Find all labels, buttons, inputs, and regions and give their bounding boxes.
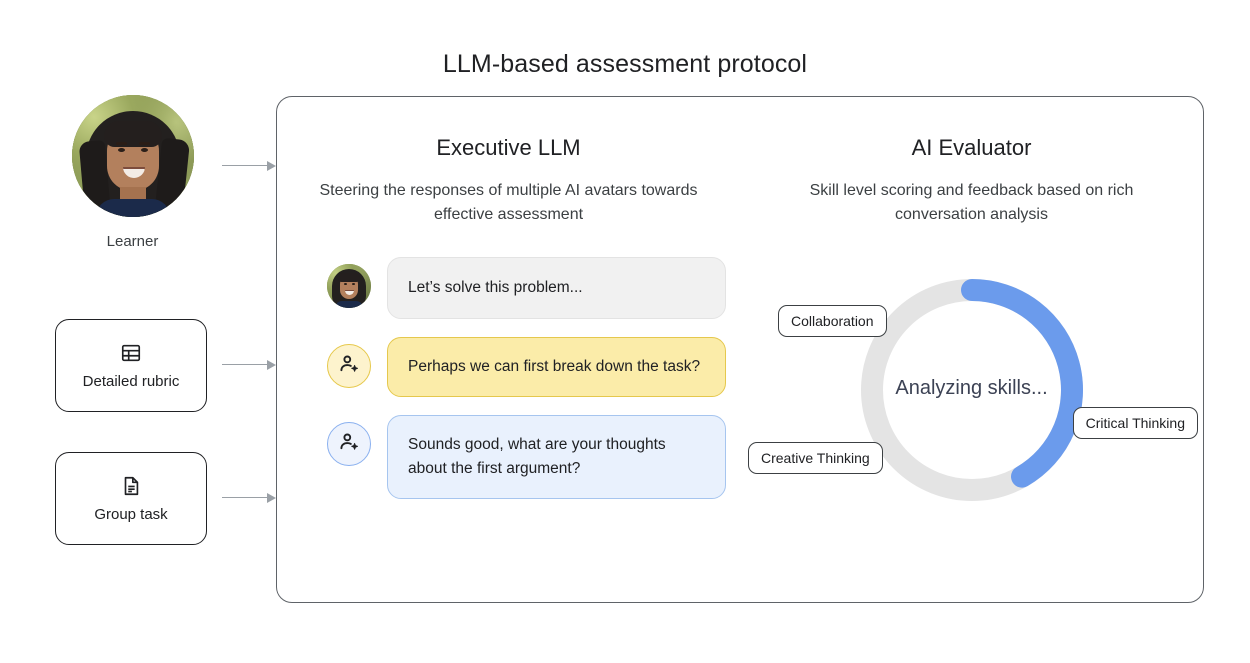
chat-thread: Let’s solve this problem... Perhaps we c… xyxy=(277,257,740,500)
table-grid-icon xyxy=(120,342,142,364)
ai-evaluator-subtitle: Skill level scoring and feedback based o… xyxy=(809,182,1134,223)
skills-analysis: Analyzing skills... Collaboration Critic… xyxy=(740,257,1203,547)
mini-avatar-shirt xyxy=(335,301,363,308)
arrow-learner-to-panel xyxy=(222,160,276,172)
mini-avatar-smile xyxy=(345,290,354,295)
executive-llm-heading: Executive LLM xyxy=(436,135,581,160)
input-card-detailed-rubric-slot: Detailed rubric xyxy=(55,319,207,412)
arrow-shaft xyxy=(222,497,268,499)
column-ai-evaluator: AI Evaluator Skill level scoring and fee… xyxy=(740,97,1203,602)
ai-person-sparkle-icon xyxy=(337,352,361,381)
chat-message-ai-2: Sounds good, what are your thoughts abou… xyxy=(327,415,726,500)
avatar-smile xyxy=(122,167,145,178)
learner-avatar xyxy=(71,95,194,217)
avatar-brow-right xyxy=(138,142,150,145)
avatar-brow-left xyxy=(115,142,127,145)
arrow-shaft xyxy=(222,364,268,366)
donut-progress-arc xyxy=(960,279,1083,488)
avatar-fringe xyxy=(103,121,162,147)
input-card-group-task[interactable]: Group task xyxy=(55,452,207,545)
input-card-label: Detailed rubric xyxy=(82,372,180,390)
mini-avatar-eye-right xyxy=(352,283,355,285)
left-rail: Learner xyxy=(40,95,225,250)
mini-avatar-eye-left xyxy=(344,283,347,285)
arrow-head xyxy=(267,492,276,503)
chat-avatar-ai-2 xyxy=(327,422,371,467)
input-card-group-task-slot: Group task xyxy=(55,452,207,545)
skill-chip-critical-thinking[interactable]: Critical Thinking xyxy=(1072,407,1198,439)
arrow-head xyxy=(267,160,276,171)
ai-evaluator-heading: AI Evaluator xyxy=(911,135,1032,160)
learner-block: Learner xyxy=(40,95,225,250)
chat-message-learner: Let’s solve this problem... xyxy=(327,257,726,319)
chat-bubble-ai-2: Sounds good, what are your thoughts abou… xyxy=(387,415,726,500)
avatar-shirt xyxy=(95,199,170,217)
skills-donut-chart xyxy=(860,279,1083,501)
page-title: LLM-based assessment protocol xyxy=(442,50,808,78)
skill-chip-collaboration[interactable]: Collaboration xyxy=(778,305,887,337)
chat-message-ai-1: Perhaps we can first break down the task… xyxy=(327,337,726,398)
chat-bubble-ai-1: Perhaps we can first break down the task… xyxy=(387,337,726,398)
ai-person-sparkle-icon xyxy=(337,430,361,459)
document-icon xyxy=(120,475,142,497)
arrow-rubric-to-panel xyxy=(222,359,276,371)
chat-bubble-learner: Let’s solve this problem... xyxy=(387,257,726,319)
chat-avatar-ai-1 xyxy=(327,344,371,388)
panel-columns: Executive LLM Steering the responses of … xyxy=(277,97,1203,602)
arrow-head xyxy=(267,359,276,370)
input-card-detailed-rubric[interactable]: Detailed rubric xyxy=(55,319,207,412)
avatar-eye-left xyxy=(117,148,125,152)
arrow-shaft xyxy=(222,165,268,167)
input-card-label: Group task xyxy=(94,505,168,523)
skill-chip-creative-thinking[interactable]: Creative Thinking xyxy=(748,442,883,474)
arrow-task-to-panel xyxy=(222,492,276,504)
learner-label: Learner xyxy=(106,233,159,250)
mini-avatar-fringe xyxy=(338,273,360,282)
avatar-eye-right xyxy=(140,148,148,152)
chat-avatar-learner xyxy=(327,264,371,308)
protocol-panel: Executive LLM Steering the responses of … xyxy=(276,96,1204,603)
column-executive-llm: Executive LLM Steering the responses of … xyxy=(277,97,740,602)
executive-llm-subtitle: Steering the responses of multiple AI av… xyxy=(319,182,698,223)
